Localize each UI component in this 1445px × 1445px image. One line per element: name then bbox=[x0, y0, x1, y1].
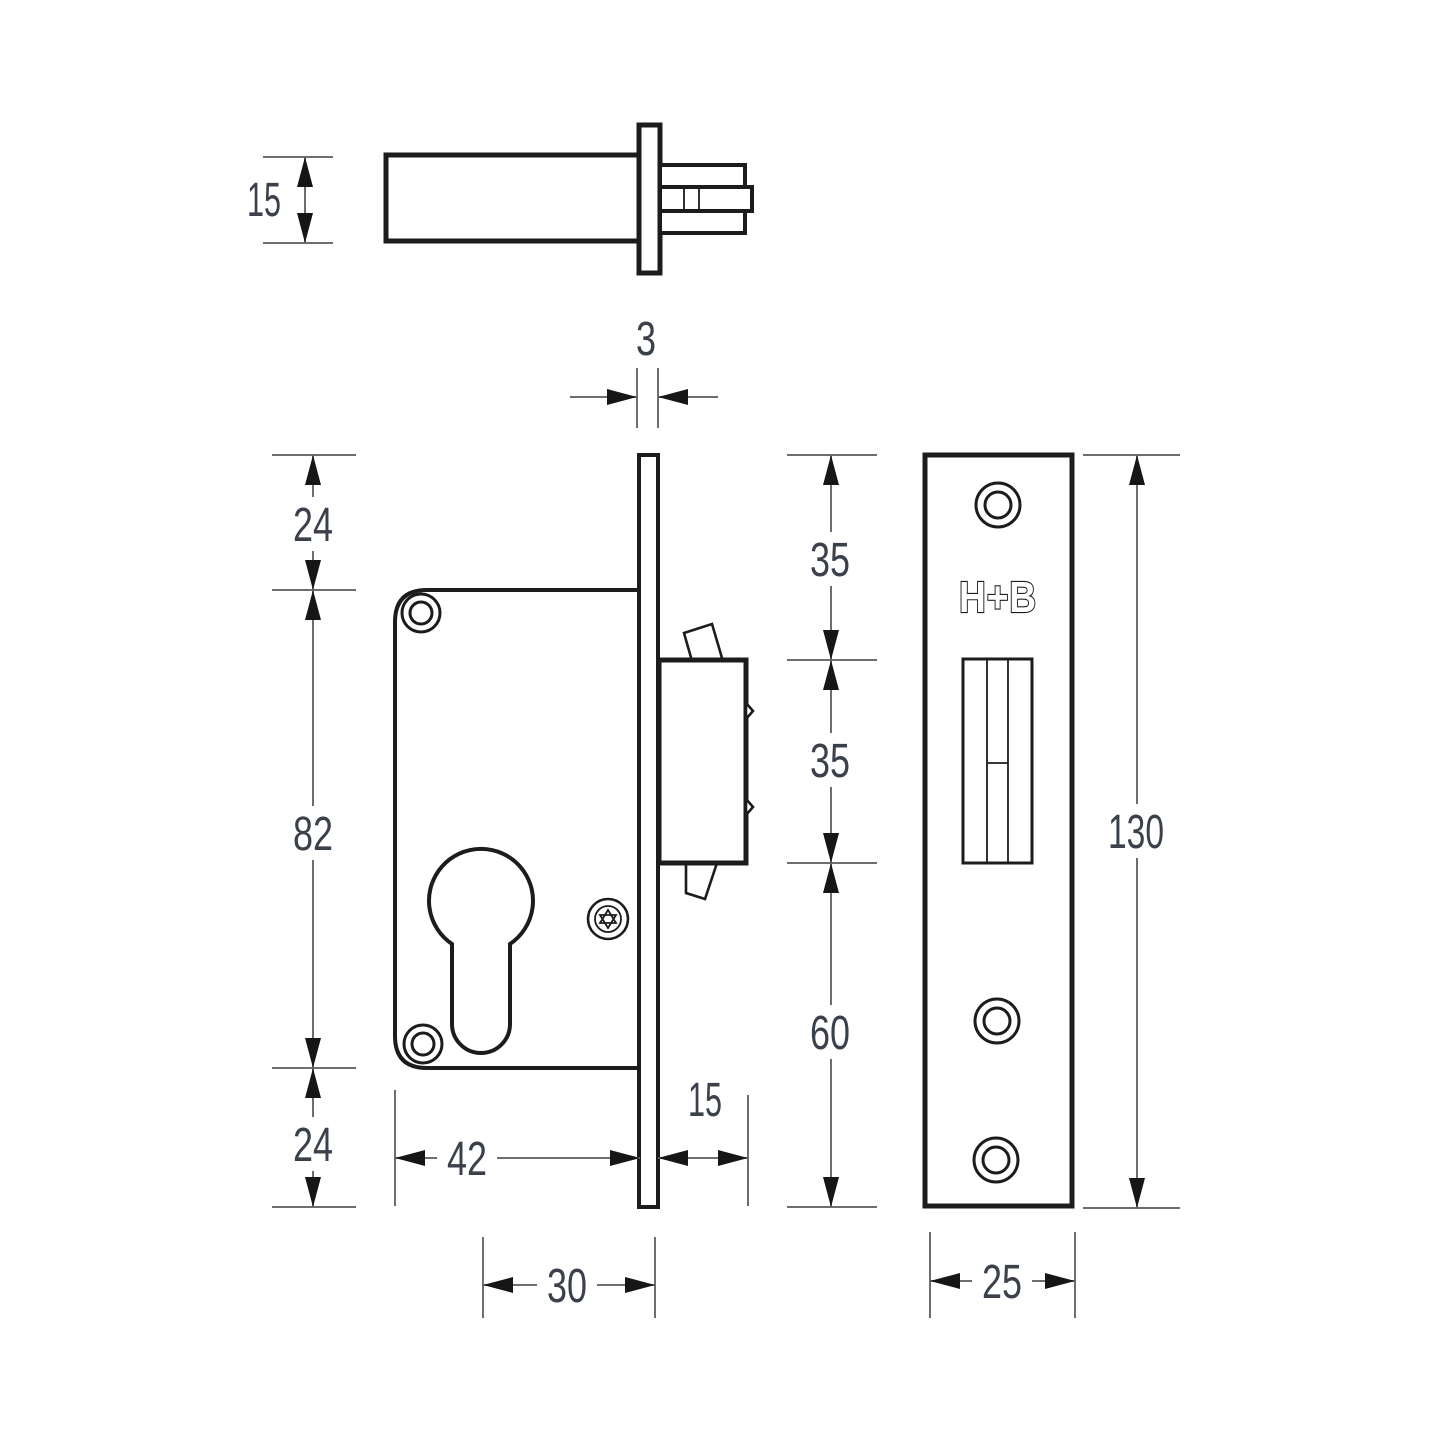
faceplate-outline bbox=[922, 452, 1075, 1209]
faceplate-strip bbox=[637, 453, 660, 1209]
dim-side-height: 15 bbox=[247, 156, 333, 244]
torx-screw bbox=[586, 897, 630, 941]
dim-plate-thickness: 3 bbox=[570, 313, 718, 428]
front-view bbox=[393, 453, 755, 1209]
faceplate-screw-hole-bottom-inner bbox=[981, 1145, 1011, 1175]
torx-star-icon bbox=[598, 914, 618, 930]
dim-plate-height: 130 bbox=[1083, 454, 1180, 1209]
hook-bolt-block bbox=[656, 657, 749, 866]
torx-screw-head bbox=[594, 905, 622, 933]
bolt-bottom-tab bbox=[684, 859, 719, 901]
top-view-bolt-tongue bbox=[658, 185, 754, 213]
faceplate-screw-hole-middle-inner bbox=[982, 1006, 1012, 1036]
dimensions: 15 3 24 82 bbox=[247, 156, 1180, 1318]
dim-backset-label: 30 bbox=[547, 1260, 587, 1313]
dim-body-width-label: 42 bbox=[447, 1133, 487, 1186]
case-screw-hole-top bbox=[400, 592, 442, 634]
dim-middle-chain: 35 35 60 bbox=[787, 454, 877, 1208]
faceplate-view: H+B bbox=[922, 452, 1075, 1209]
top-view bbox=[383, 122, 754, 276]
case-screw-hole-bottom bbox=[402, 1023, 444, 1065]
dim-plate-width-label: 25 bbox=[982, 1256, 1022, 1309]
torx-star-icon bbox=[598, 908, 618, 924]
bolt-window bbox=[961, 657, 1034, 865]
dim-plate-height-label: 130 bbox=[1108, 806, 1164, 859]
bolt-spur-top bbox=[744, 699, 755, 723]
bolt-spur-bottom bbox=[744, 795, 755, 819]
euro-cylinder-cutout bbox=[427, 846, 535, 1055]
lock-case-outline bbox=[393, 588, 642, 1070]
faceplate-screw-hole-top bbox=[974, 481, 1022, 529]
dim-body-width: 42 bbox=[394, 1090, 640, 1206]
case-screw-hole-bottom-inner bbox=[410, 1031, 436, 1057]
faceplate-screw-hole-bottom bbox=[972, 1136, 1020, 1184]
dim-plate-thickness-label: 3 bbox=[636, 313, 656, 366]
top-view-faceplate-edge bbox=[636, 122, 663, 276]
dim-backset: 30 bbox=[482, 1237, 656, 1318]
dim-top-offset-label: 24 bbox=[293, 499, 333, 552]
dim-plate-width: 25 bbox=[929, 1232, 1076, 1318]
top-view-lock-case bbox=[383, 152, 643, 244]
dim-left-chain: 24 82 24 bbox=[272, 454, 356, 1208]
dim-bolt-depth-label: 15 bbox=[688, 1074, 722, 1127]
dim-body-height-label: 82 bbox=[293, 808, 333, 861]
case-screw-hole-top-inner bbox=[408, 600, 434, 626]
faceplate-screw-hole-middle bbox=[973, 997, 1021, 1045]
dim-bottom-offset-label: 24 bbox=[293, 1119, 333, 1172]
brand-engraving: H+B bbox=[959, 573, 1037, 622]
dim-bolt-depth: 15 bbox=[658, 1074, 749, 1206]
dim-bolt-to-plate-bottom-label: 60 bbox=[810, 1007, 850, 1060]
dim-bolt-window-height-label: 35 bbox=[810, 735, 850, 788]
dim-plate-top-to-bolt-label: 35 bbox=[810, 534, 850, 587]
faceplate-screw-hole-top-inner bbox=[983, 490, 1013, 520]
dim-side-height-label: 15 bbox=[247, 174, 281, 227]
